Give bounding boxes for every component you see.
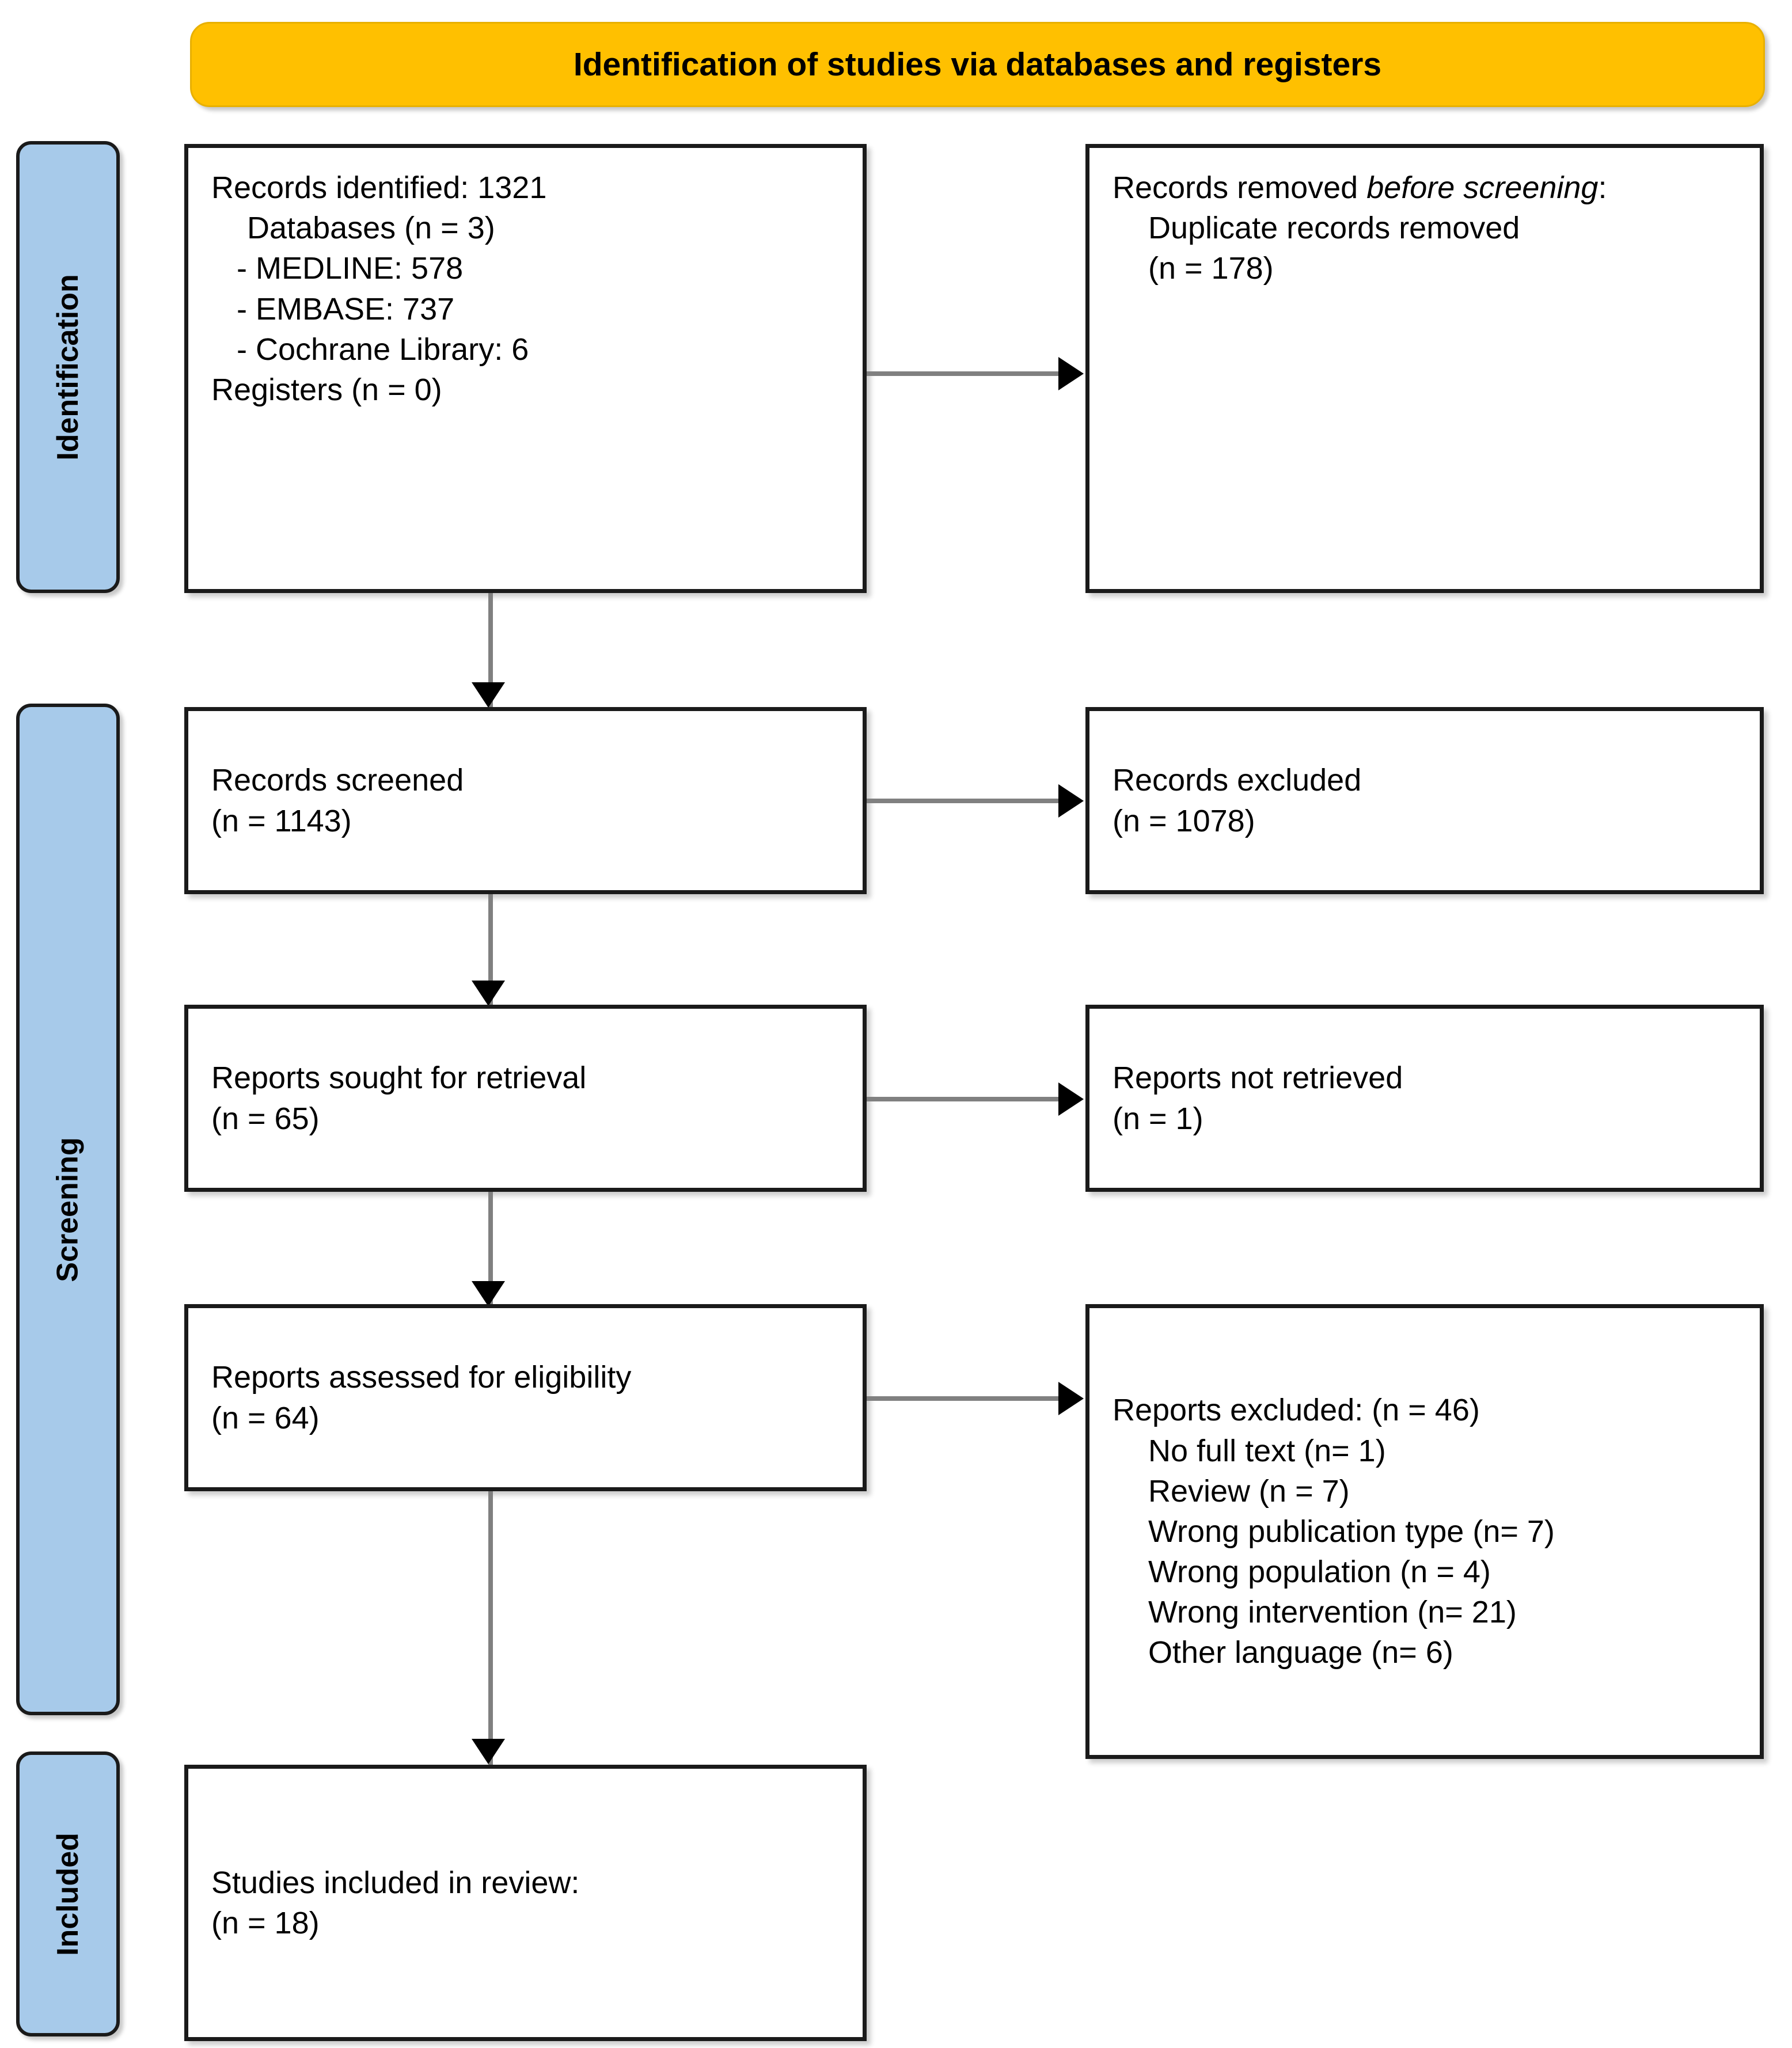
box-reports-excluded: Reports excluded: (n = 46) No full text …	[1085, 1304, 1764, 1759]
records-identified-line-0: Records identified: 1321	[211, 170, 547, 205]
stage-tab-included-label: Included	[51, 1832, 85, 1956]
arrowhead-screened-to-excluded	[1058, 784, 1084, 818]
reports-excluded-line-3: Wrong publication type (n= 7)	[1148, 1514, 1555, 1549]
reports-assessed-line-1: (n = 64)	[211, 1400, 320, 1435]
records-identified-line-4: - Cochrane Library: 6	[237, 332, 529, 367]
connector-sought-to-assessed	[488, 1192, 493, 1307]
phase-header-label: Identification of studies via databases …	[573, 45, 1382, 83]
reports-excluded-line-5: Wrong intervention (n= 21)	[1148, 1595, 1517, 1630]
reports-excluded-line-6: Other language (n= 6)	[1148, 1635, 1453, 1670]
arrowhead-identified-to-screened	[472, 682, 505, 708]
reports-sought-line-0: Reports sought for retrieval	[211, 1061, 587, 1096]
records-identified-line-2: - MEDLINE: 578	[237, 251, 464, 286]
box-reports-sought-for-retrieval: Reports sought for retrieval (n = 65)	[184, 1005, 867, 1192]
records-removed-title-prefix: Records removed	[1113, 170, 1367, 205]
studies-included-line-1: (n = 18)	[211, 1906, 320, 1940]
reports-not-retrieved-line-1: (n = 1)	[1113, 1101, 1203, 1136]
box-records-identified: Records identified: 1321 Databases (n = …	[184, 144, 867, 593]
reports-assessed-line-0: Reports assessed for eligibility	[211, 1360, 632, 1395]
arrowhead-assessed-to-included	[472, 1739, 505, 1764]
reports-not-retrieved-line-0: Reports not retrieved	[1113, 1061, 1403, 1096]
records-screened-line-0: Records screened	[211, 763, 464, 798]
reports-sought-line-1: (n = 65)	[211, 1101, 320, 1136]
connector-identified-to-removed	[867, 371, 1065, 376]
arrowhead-sought-to-not-retrieved	[1058, 1082, 1084, 1116]
studies-included-line-0: Studies included in review:	[211, 1865, 580, 1900]
records-excluded-line-1: (n = 1078)	[1113, 803, 1255, 838]
records-identified-line-3: - EMBASE: 737	[237, 291, 455, 326]
connector-identified-to-screened	[488, 593, 493, 708]
records-identified-line-5: Registers (n = 0)	[211, 372, 442, 407]
arrowhead-assessed-to-reports-excluded	[1058, 1382, 1084, 1415]
connector-assessed-to-included	[488, 1491, 493, 1765]
arrowhead-screened-to-sought	[472, 981, 505, 1006]
records-screened-line-1: (n = 1143)	[211, 803, 352, 838]
records-excluded-line-0: Records excluded	[1113, 763, 1362, 798]
box-records-removed-before-screening: Records removed before screening: Duplic…	[1085, 144, 1764, 593]
box-reports-not-retrieved: Reports not retrieved (n = 1)	[1085, 1005, 1764, 1192]
connector-screened-to-sought	[488, 894, 493, 1006]
records-removed-title: Records removed before screening:	[1113, 168, 1737, 208]
connector-screened-to-excluded	[867, 799, 1065, 803]
records-removed-title-italic: before screening	[1366, 170, 1599, 205]
phase-header-identification-banner: Identification of studies via databases …	[190, 22, 1765, 107]
reports-excluded-line-4: Wrong population (n = 4)	[1148, 1555, 1491, 1590]
stage-tab-identification-label: Identification	[51, 273, 85, 461]
arrowhead-identified-to-removed	[1058, 357, 1084, 390]
stage-tab-screening-label: Screening	[51, 1137, 85, 1282]
reports-excluded-line-1: No full text (n= 1)	[1148, 1433, 1386, 1468]
connector-assessed-to-reports-excluded	[867, 1396, 1065, 1401]
stage-tab-identification: Identification	[16, 141, 120, 593]
reports-excluded-line-2: Review (n = 7)	[1148, 1473, 1350, 1509]
records-removed-line-0: Duplicate records removed	[1148, 211, 1520, 246]
records-removed-title-suffix: :	[1598, 170, 1607, 205]
box-studies-included-in-review: Studies included in review: (n = 18)	[184, 1765, 867, 2041]
reports-excluded-line-0: Reports excluded: (n = 46)	[1113, 1393, 1480, 1428]
arrowhead-sought-to-assessed	[472, 1281, 505, 1306]
box-records-screened: Records screened (n = 1143)	[184, 707, 867, 894]
box-reports-assessed-for-eligibility: Reports assessed for eligibility (n = 64…	[184, 1304, 867, 1491]
records-removed-line-1: (n = 178)	[1148, 251, 1274, 286]
connector-sought-to-not-retrieved	[867, 1097, 1065, 1101]
box-records-excluded: Records excluded (n = 1078)	[1085, 707, 1764, 894]
records-identified-line-1: Databases (n = 3)	[247, 211, 495, 246]
stage-tab-included: Included	[16, 1751, 120, 2036]
stage-tab-screening: Screening	[16, 704, 120, 1715]
